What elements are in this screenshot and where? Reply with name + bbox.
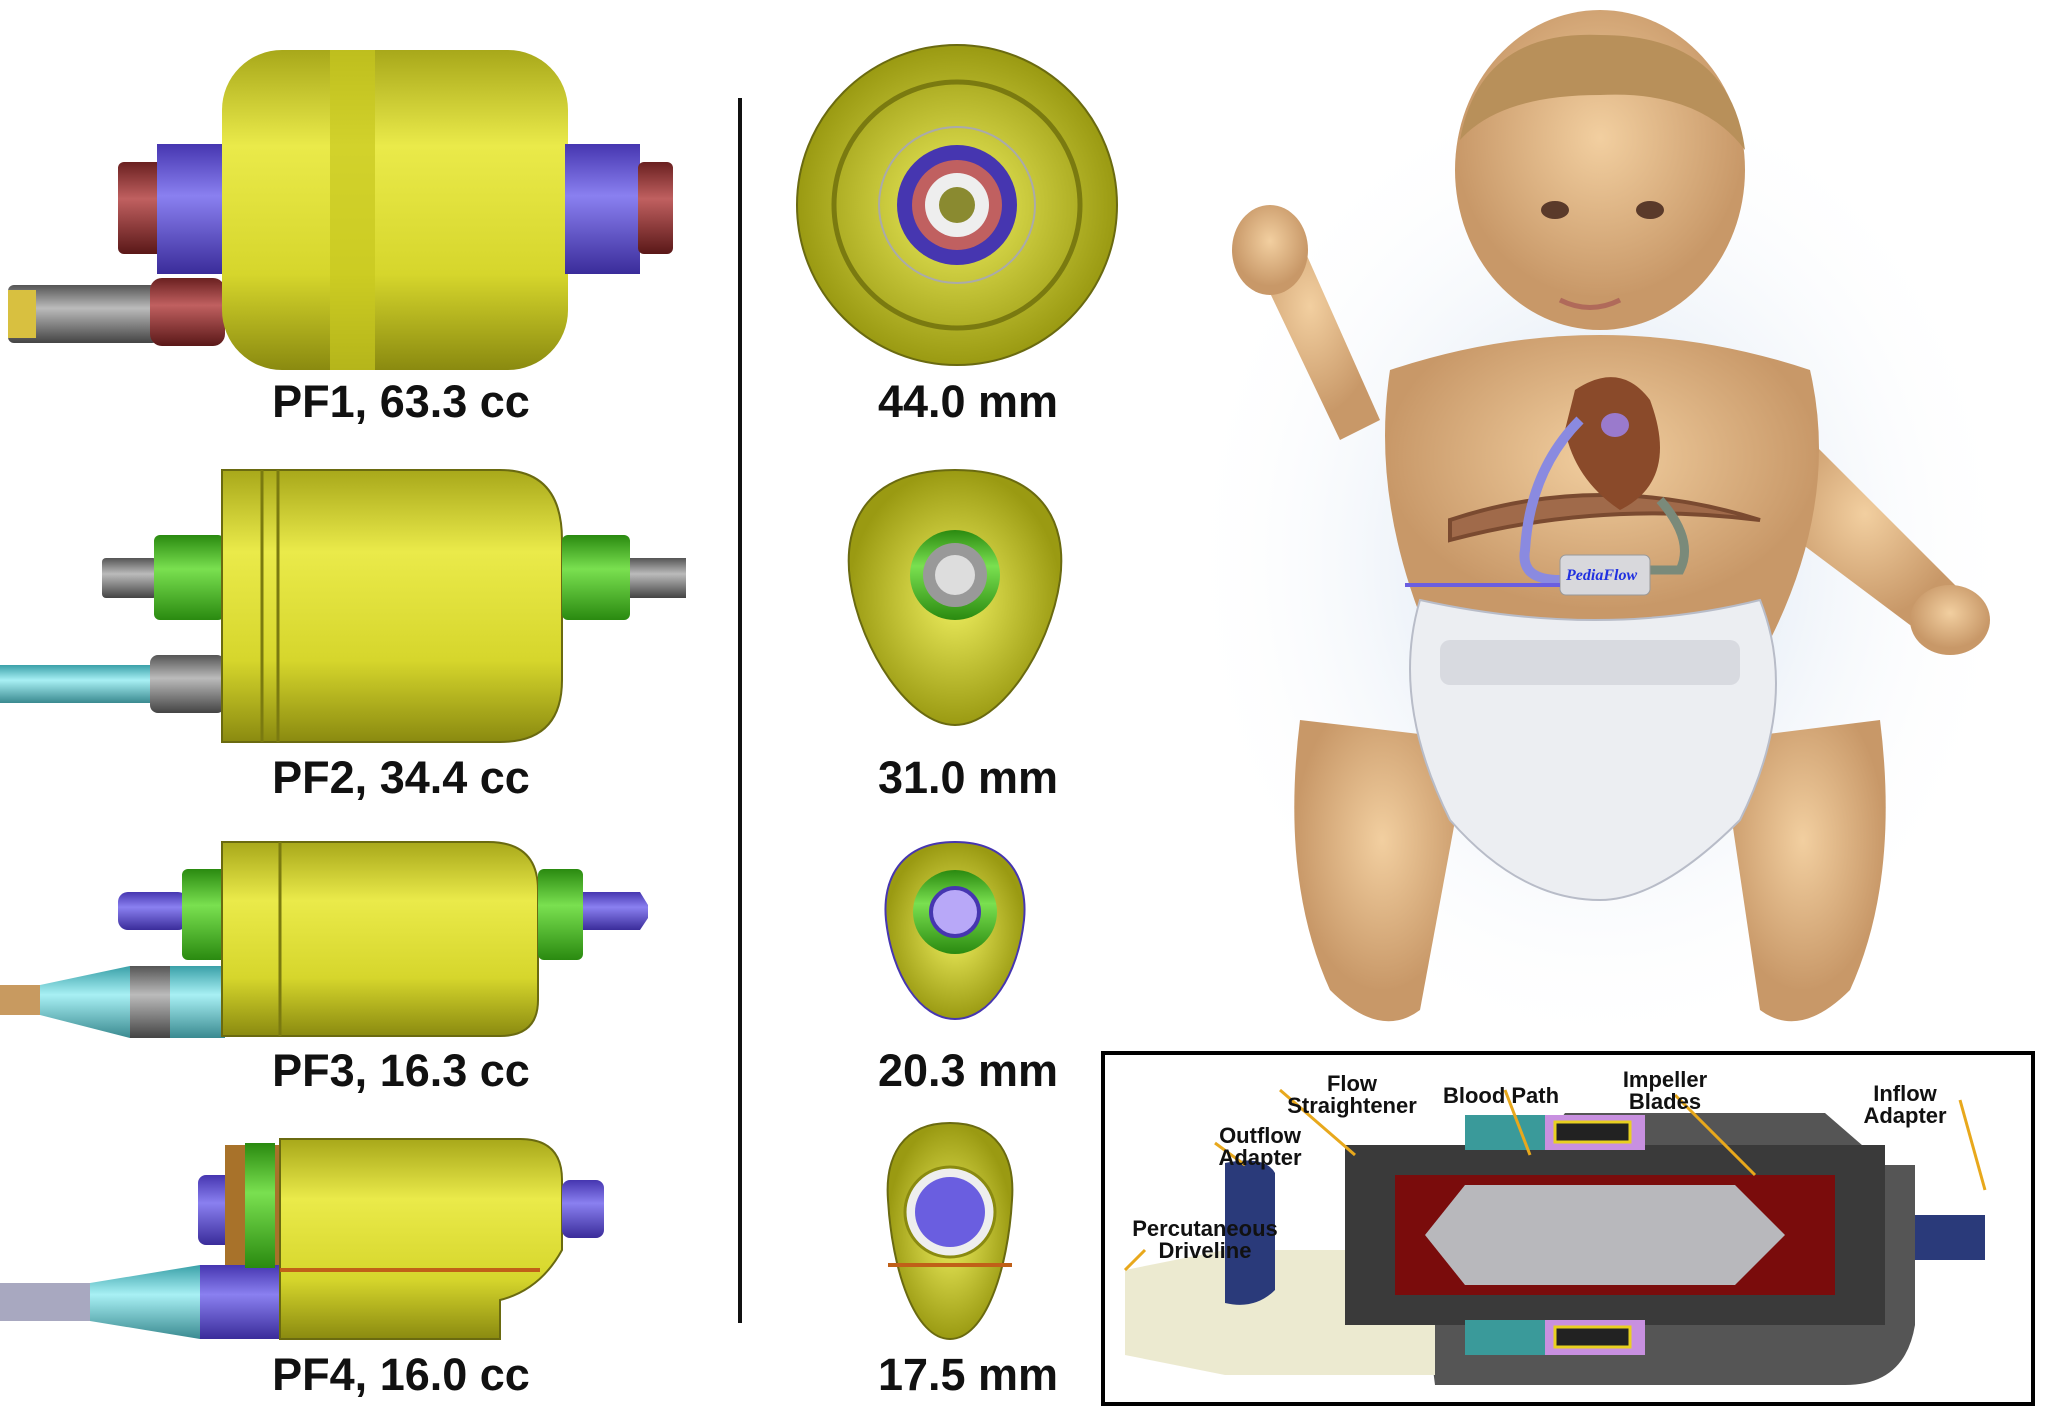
pf3-side-view [0,841,648,1038]
pf4-diameter-label: 17.5 mm [877,1349,1059,1400]
label-outflow-adapter: Outflow Adapter [1218,1123,1302,1170]
pump-cross-section-inset: Flow Straightener Blood Path Impeller Bl… [1101,1051,2035,1406]
pf3-front-view [884,840,1026,1021]
pf1-diameter-label: 44.0 mm [877,376,1059,427]
label-flow-straightener: Flow Straightener [1287,1071,1417,1118]
label-percutaneous-driveline: Percutaneous Driveline [1132,1216,1278,1263]
pf2-diameter-label: 31.0 mm [877,752,1059,803]
pf2-volume-label: PF2, 34.4 cc [272,752,530,803]
cross-section-drawing [1123,1088,1987,1385]
pf4-front-view [886,1121,1014,1341]
pf4-side-view [0,1138,604,1340]
label-blood-path: Blood Path [1442,1083,1560,1108]
pf1-volume-label: PF1, 63.3 cc [272,376,530,427]
infant-illustration: PediaFlow [1180,10,2020,1060]
pf2-side-view [0,469,686,743]
pediaflow-logo: PediaFlow [1565,567,1637,584]
label-inflow-adapter: Inflow Adapter [1863,1081,1947,1128]
pf1-side-view [8,50,673,370]
pf2-front-view [847,468,1063,727]
pf3-volume-label: PF3, 16.3 cc [272,1045,530,1096]
label-impeller-blades: Impeller Blades [1622,1067,1708,1114]
pf1-front-view [796,44,1118,366]
pf3-diameter-label: 20.3 mm [877,1045,1059,1096]
pf4-volume-label: PF4, 16.0 cc [272,1349,530,1400]
